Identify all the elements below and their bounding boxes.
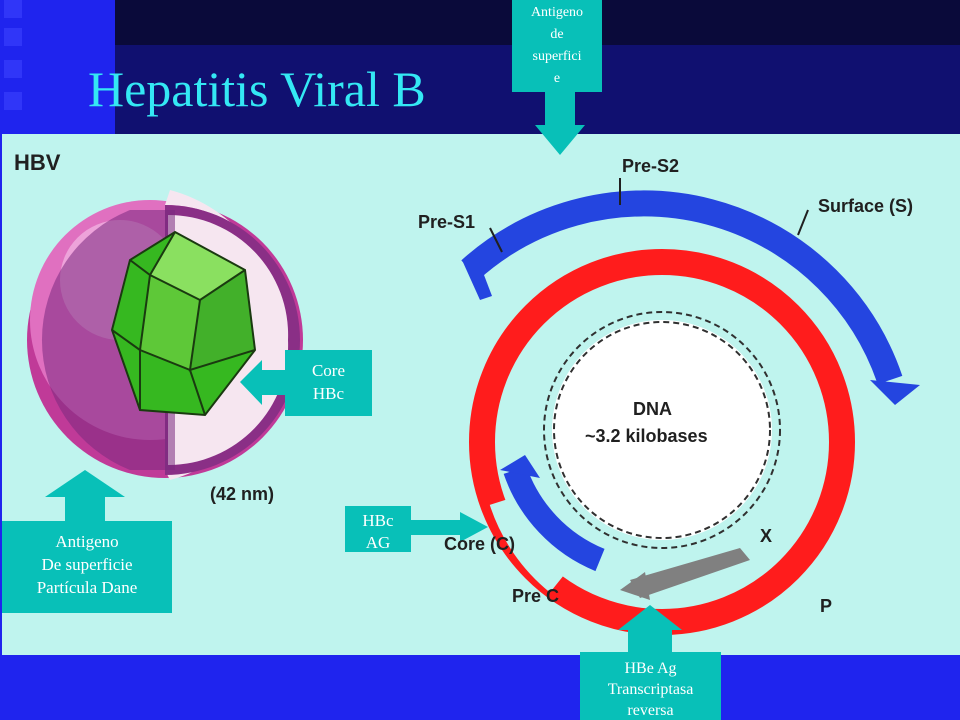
callout-line: HBc bbox=[362, 511, 394, 530]
callout-line: AG bbox=[365, 533, 391, 552]
arrow-hbc-right bbox=[411, 512, 488, 542]
callout-line: reversa bbox=[627, 702, 674, 719]
callout-line: Transcriptasa bbox=[607, 681, 694, 698]
callout-antigeno-dane: Antigeno De superficie Partícula Dane bbox=[2, 521, 172, 613]
size-label: (42 nm) bbox=[210, 484, 274, 504]
arrow-top-down bbox=[535, 92, 585, 155]
callout-line: Core bbox=[311, 361, 346, 380]
arrow-hbe-up bbox=[618, 605, 682, 652]
genome-diagram bbox=[461, 178, 920, 635]
slide-title: Hepatitis Viral B bbox=[88, 61, 426, 117]
callout-line: Antigeno bbox=[55, 532, 119, 551]
left-edge-squares bbox=[4, 0, 22, 110]
callout-line: HBe Ag bbox=[624, 660, 677, 677]
callout-line: HBc bbox=[312, 384, 345, 403]
callout-antigeno-superficie-top: Antigeno de superfici e bbox=[512, 0, 602, 92]
callout-hbc-ag: HBc AG bbox=[345, 506, 411, 552]
dna-label: DNA bbox=[633, 399, 672, 419]
callout-line: De superficie bbox=[41, 555, 133, 574]
pre-c-label: Pre C bbox=[512, 586, 559, 606]
callout-core-hbc: Core HBc bbox=[285, 350, 372, 416]
pre-s1-label: Pre-S1 bbox=[418, 212, 475, 232]
callout-line: e bbox=[553, 71, 561, 86]
p-label: P bbox=[820, 596, 832, 616]
x-label: X bbox=[760, 526, 772, 546]
callout-line: Antigeno bbox=[530, 5, 584, 20]
kilobases-label: ~3.2 kilobases bbox=[585, 426, 708, 446]
callout-hbe-transcriptasa: HBe Ag Transcriptasa reversa bbox=[580, 652, 721, 720]
arrow-core-left bbox=[240, 360, 285, 405]
surface-label: Surface (S) bbox=[818, 196, 913, 216]
hbv-label: HBV bbox=[14, 150, 61, 175]
pre-s2-label: Pre-S2 bbox=[622, 156, 679, 176]
core-c-label: Core (C) bbox=[444, 534, 515, 554]
callout-arrows bbox=[45, 92, 682, 652]
callout-line: Partícula Dane bbox=[36, 578, 138, 597]
callout-line: de bbox=[550, 27, 564, 42]
arrow-antigeno-up bbox=[45, 470, 125, 521]
figure-labels: HBV (42 nm) Pre-S1 Pre-S2 Surface (S) DN… bbox=[14, 150, 913, 616]
virion-illustration bbox=[27, 190, 303, 480]
callout-line: superfici bbox=[532, 49, 582, 64]
